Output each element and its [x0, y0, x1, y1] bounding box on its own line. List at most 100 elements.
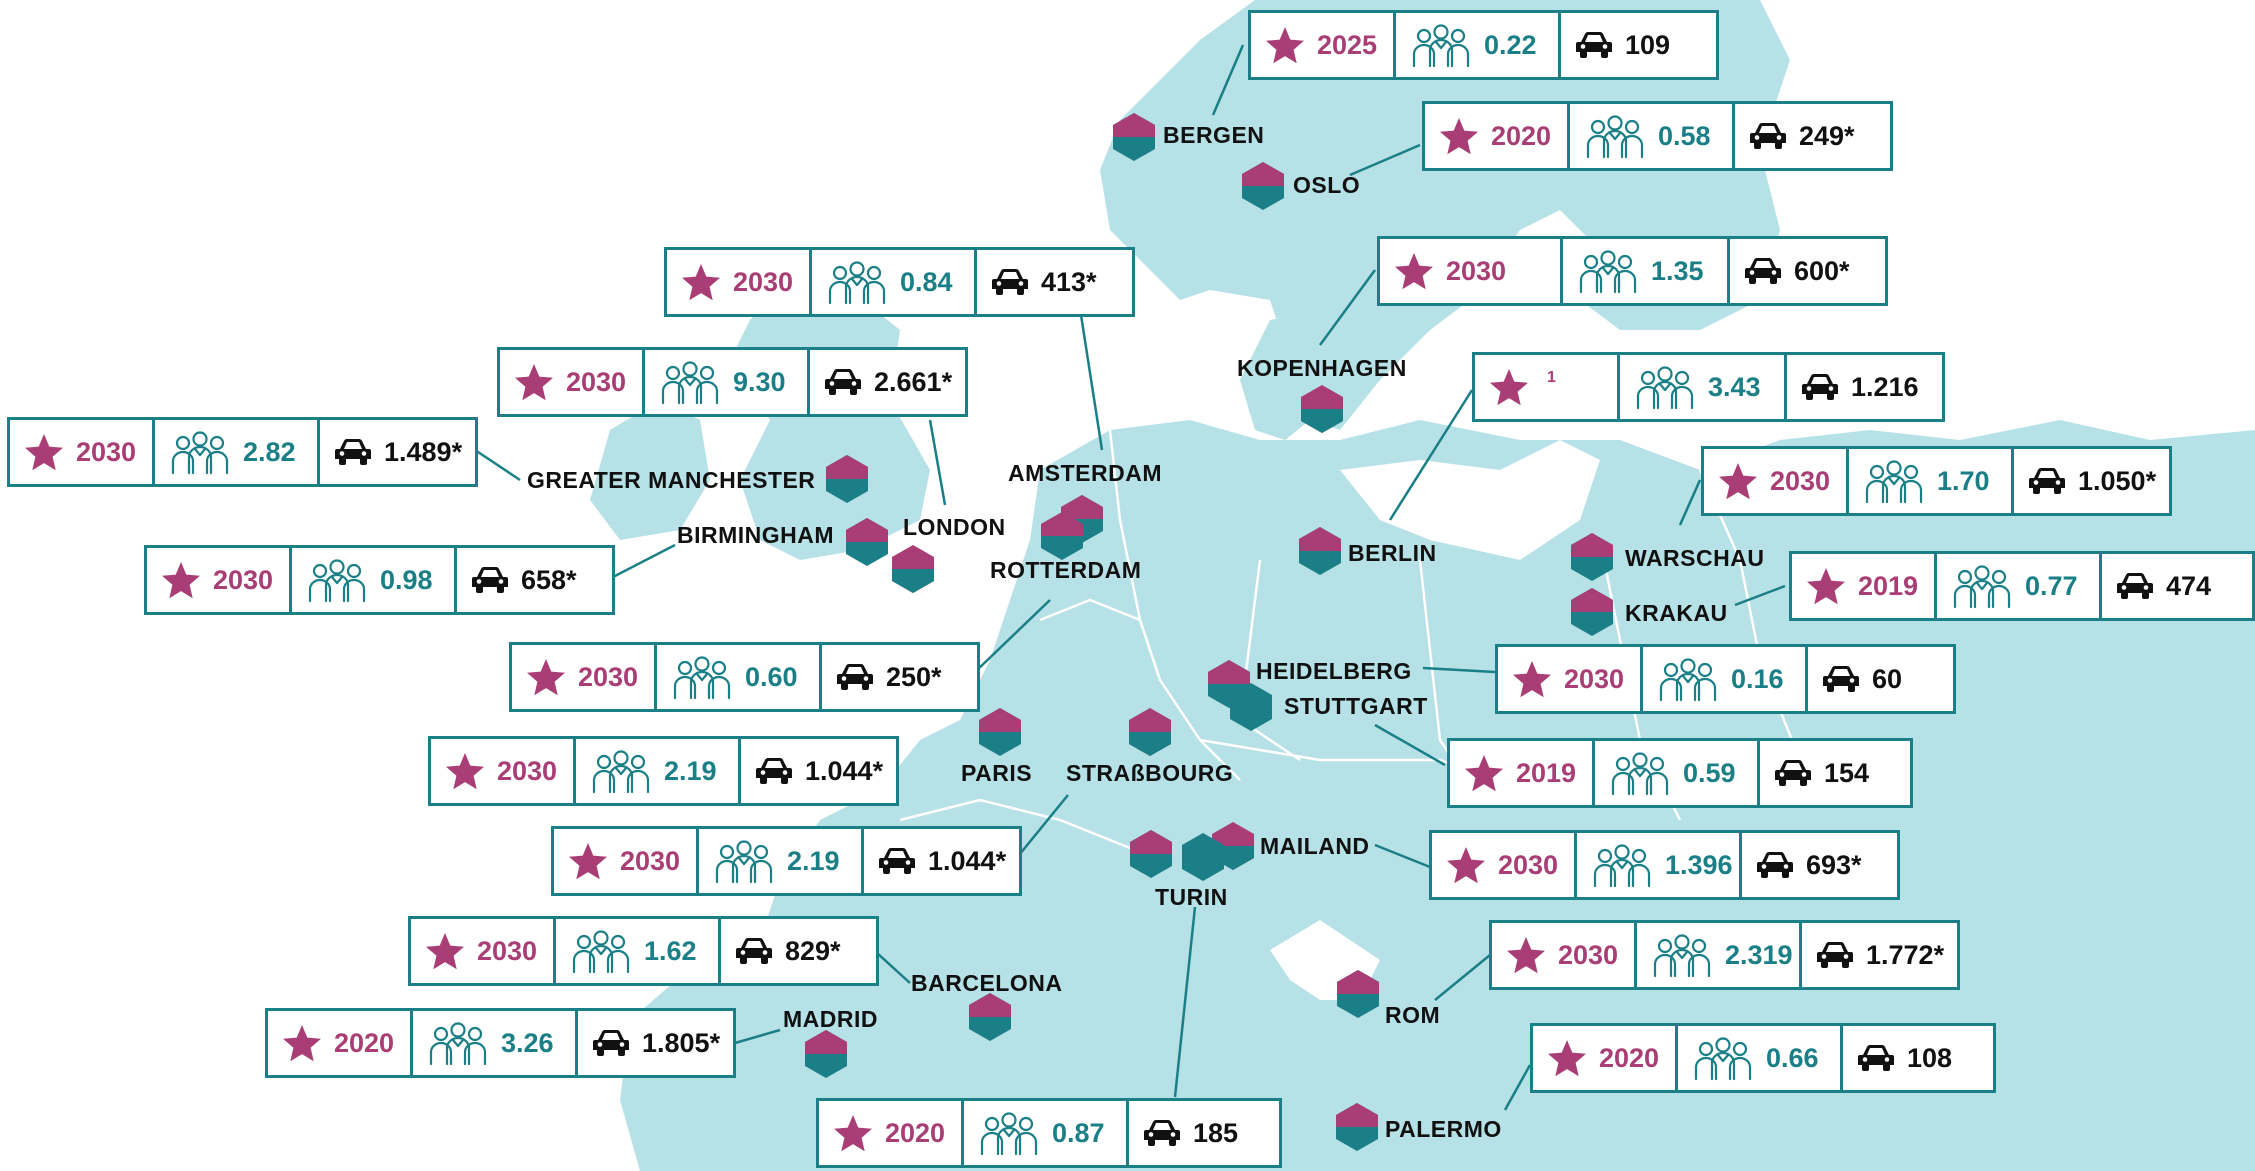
city-info-box-stuttgart: 2019 0.59 154	[1447, 738, 1913, 808]
people-icon	[1863, 458, 1925, 504]
car-icon	[1774, 759, 1812, 787]
city-label-london: LONDON	[903, 514, 1006, 540]
target-year-cell: 2030	[554, 829, 699, 893]
cars-cell: 1.050*	[2014, 449, 2169, 513]
hexagon-icon	[979, 708, 1021, 756]
city-info-box-barcelona: 2030 1.62 829*	[408, 916, 879, 986]
population-cell: 0.59	[1595, 741, 1760, 805]
people-icon	[659, 359, 721, 405]
target-year-cell: 2019	[1792, 554, 1937, 618]
people-icon	[1591, 842, 1653, 888]
population-cell: 2.82	[155, 420, 320, 484]
car-icon	[1801, 373, 1839, 401]
city-label-strasbourg: STRAßBOURG	[1066, 760, 1234, 786]
city-label-krakau: KRAKAU	[1625, 600, 1728, 626]
target-year-cell: 2019	[1450, 741, 1595, 805]
population-cell: 0.77	[1937, 554, 2102, 618]
car-icon	[878, 847, 916, 875]
city-info-box-strasbourg: 2030 2.19 1.044*	[551, 826, 1022, 896]
city-label-mailand: MAILAND	[1260, 833, 1370, 859]
star-icon	[833, 1113, 873, 1153]
city-label-turin: TURIN	[1155, 884, 1228, 910]
target-year-cell: 2020	[1425, 104, 1570, 168]
car-icon	[735, 937, 773, 965]
people-icon	[1584, 113, 1646, 159]
target-year-cell: 2030	[147, 548, 292, 612]
car-icon	[1749, 122, 1787, 150]
population-cell: 2.319	[1637, 923, 1802, 987]
hexagon-icon	[1301, 385, 1343, 433]
star-icon	[1394, 251, 1434, 291]
target-year-cell: 2020	[819, 1101, 964, 1165]
target-year-cell: 2020	[1533, 1026, 1678, 1090]
car-icon	[471, 566, 509, 594]
hexagon-icon	[892, 545, 934, 593]
hexagon-icon	[1242, 162, 1284, 210]
city-info-box-rotterdam: 2030 0.60 250*	[509, 642, 980, 712]
city-info-box-berlin: 1 3.43 1.216	[1472, 352, 1945, 422]
cars-cell: 1.216	[1787, 355, 1942, 419]
star-icon	[1718, 461, 1758, 501]
star-icon	[24, 432, 64, 472]
target-year-cell: 2030	[411, 919, 556, 983]
star-icon	[526, 657, 566, 697]
hexagon-icon	[1299, 527, 1341, 575]
target-year-cell: 2020	[268, 1011, 413, 1075]
cars-cell: 1.044*	[741, 739, 896, 803]
car-icon	[824, 368, 862, 396]
people-icon	[169, 429, 231, 475]
car-icon	[991, 268, 1029, 296]
city-label-kopenhagen: KOPENHAGEN	[1237, 355, 1407, 381]
cars-cell: 474	[2102, 554, 2252, 618]
cars-cell: 249*	[1735, 104, 1890, 168]
cars-cell: 600*	[1730, 239, 1885, 303]
car-icon	[836, 663, 874, 691]
city-info-box-kopenhagen: 2030 1.35 600*	[1377, 236, 1888, 306]
car-icon	[1744, 257, 1782, 285]
cars-cell: 60	[1808, 647, 1953, 711]
star-icon	[568, 841, 608, 881]
people-icon	[826, 259, 888, 305]
hexagon-icon	[1230, 683, 1272, 731]
population-cell: 0.60	[657, 645, 822, 709]
population-cell: 3.26	[413, 1011, 578, 1075]
city-label-birmingham: BIRMINGHAM	[677, 522, 835, 548]
car-icon	[592, 1029, 630, 1057]
hexagon-icon	[1041, 512, 1083, 560]
cars-cell: 2.661*	[810, 350, 965, 414]
population-cell: 1.35	[1563, 239, 1730, 303]
population-cell: 0.98	[292, 548, 457, 612]
people-icon	[1609, 750, 1671, 796]
star-icon	[514, 362, 554, 402]
city-info-box-heidelberg: 2030 0.16 60	[1495, 644, 1956, 714]
people-icon	[1410, 22, 1472, 68]
target-year-cell: 2030	[10, 420, 155, 484]
people-icon	[671, 654, 733, 700]
star-icon	[1464, 753, 1504, 793]
car-icon	[1816, 941, 1854, 969]
city-label-rom: ROM	[1385, 1002, 1441, 1028]
city-label-bergen: BERGEN	[1163, 122, 1265, 148]
car-icon	[755, 757, 793, 785]
hexagon-icon	[1571, 533, 1613, 581]
star-icon	[1547, 1038, 1587, 1078]
star-icon	[282, 1023, 322, 1063]
people-icon	[1577, 248, 1639, 294]
people-icon	[1692, 1035, 1754, 1081]
hexagon-icon	[1571, 588, 1613, 636]
hexagon-icon	[846, 518, 888, 566]
people-icon	[1951, 563, 2013, 609]
target-year-cell: 1	[1475, 355, 1620, 419]
target-year-cell: 2030	[1704, 449, 1849, 513]
city-info-box-palermo: 2020 0.66 108	[1530, 1023, 1996, 1093]
population-cell: 3.43	[1620, 355, 1787, 419]
city-label-warschau: WARSCHAU	[1625, 545, 1765, 571]
city-label-paris: PARIS	[961, 760, 1033, 786]
hexagon-icon	[1113, 113, 1155, 161]
star-icon	[1506, 935, 1546, 975]
city-info-box-turin: 2020 0.87 185	[816, 1098, 1282, 1168]
people-icon	[1651, 932, 1713, 978]
target-year-cell: 2025	[1251, 13, 1396, 77]
cars-cell: 413*	[977, 250, 1132, 314]
cars-cell: 693*	[1742, 833, 1897, 897]
